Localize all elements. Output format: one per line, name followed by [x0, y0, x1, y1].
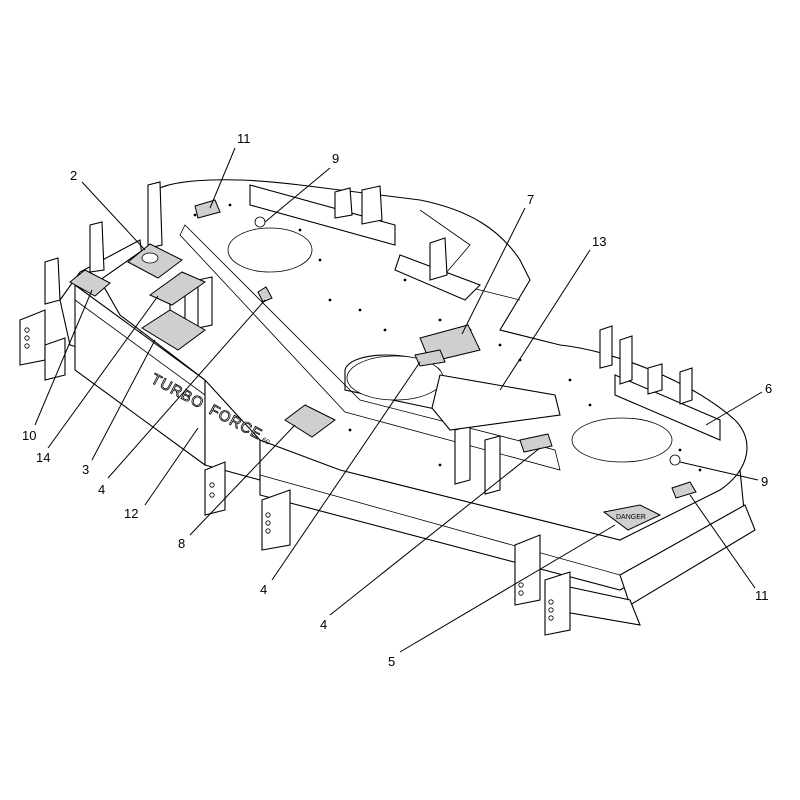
callout-4-left: 4	[98, 482, 105, 497]
danger-decal-text: DANGER	[616, 514, 646, 521]
decal-8	[284, 404, 336, 438]
deck-size: 60	[260, 437, 270, 447]
callout-5: 5	[388, 654, 395, 669]
mower-deck-body	[19, 179, 756, 636]
callout-11-top: 11	[237, 131, 251, 146]
decal-4-mid	[414, 349, 446, 367]
decal-11-left	[194, 199, 221, 219]
callout-7: 7	[527, 192, 534, 207]
bracket-holes	[24, 327, 554, 621]
decals: DANGER	[69, 199, 697, 531]
callout-10: 10	[22, 428, 36, 443]
decal-5-danger	[602, 504, 662, 531]
callout-12: 12	[124, 506, 138, 521]
callouts: 11 9 2 7 13 6 9 11 10 14 3 4 12 8 4 4 5	[22, 131, 772, 669]
decal-11-right	[671, 481, 697, 499]
callout-9-right: 9	[761, 474, 768, 489]
decal-10	[69, 269, 111, 297]
callout-11-right: 11	[755, 588, 769, 603]
callout-6: 6	[765, 381, 772, 396]
decal-4-top	[257, 286, 273, 303]
callout-13: 13	[592, 234, 606, 249]
leader-lines	[34, 147, 763, 653]
decal-14	[149, 271, 207, 306]
decal-4-low	[519, 433, 553, 453]
callout-8: 8	[178, 536, 185, 551]
decal-9-left	[254, 216, 266, 228]
callout-4-center: 4	[260, 582, 267, 597]
callout-9-top: 9	[332, 151, 339, 166]
callout-4-right: 4	[320, 617, 327, 632]
decal-3	[141, 309, 206, 351]
rivet-dots	[193, 203, 702, 472]
callout-3: 3	[82, 462, 89, 477]
callout-14: 14	[36, 450, 50, 465]
decal-13	[431, 374, 561, 431]
callout-2: 2	[70, 168, 77, 183]
decal-9-right	[669, 454, 681, 466]
